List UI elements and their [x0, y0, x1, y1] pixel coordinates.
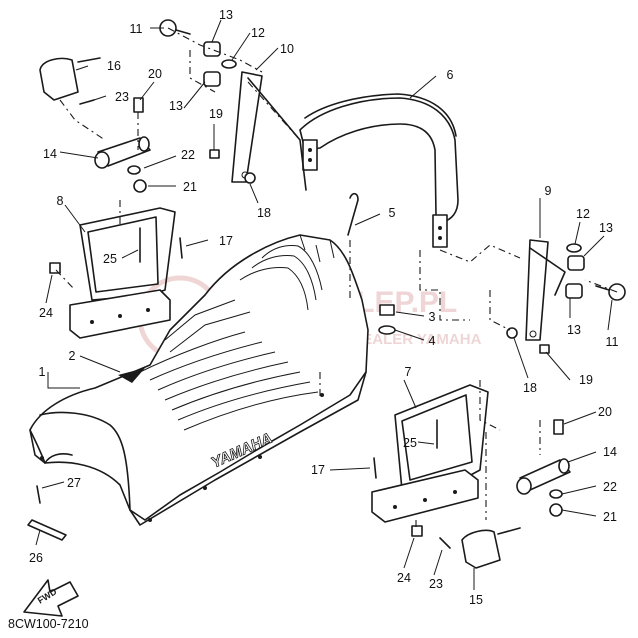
- callout-26: 26: [29, 551, 43, 565]
- screw-part-23-b: [439, 537, 451, 549]
- callout-19-right: 19: [579, 373, 593, 387]
- callout-13-right-lower: 13: [567, 323, 581, 337]
- bolt-part-20-a: [133, 97, 144, 113]
- callout-21-right: 21: [603, 510, 617, 524]
- rivet-part-17-a: [179, 237, 183, 259]
- callout-17-left: 17: [219, 234, 233, 248]
- stay-part-9: [525, 239, 566, 341]
- latch-part-14-right: [516, 458, 571, 495]
- callout-labels: 1 2 4 5 6 7 8 9 10 11 11 12 12 13 13 13 …: [29, 8, 618, 607]
- bolt-part-19-b: [539, 344, 550, 354]
- bolt-part-24-b: [411, 525, 423, 537]
- callout-12-right: 12: [576, 207, 590, 221]
- cover-part-15: [461, 527, 521, 569]
- washer-part-22-b: [549, 489, 563, 499]
- stay-part-10: [231, 71, 307, 191]
- leader-lines: [35, 19, 613, 590]
- callout-1: 1: [39, 365, 46, 379]
- callout-9: 9: [545, 184, 552, 198]
- grommet-part-3: [379, 304, 395, 316]
- callout-22-right: 22: [603, 480, 617, 494]
- callout-2: 2: [69, 349, 76, 363]
- washer-part-22-a: [127, 165, 141, 175]
- collar-part-13-a: [203, 41, 221, 57]
- knob-part-11-top: [159, 19, 191, 37]
- callout-5: 5: [389, 206, 396, 220]
- collar-part-13-c: [567, 255, 585, 271]
- rivet-part-17-b: [373, 457, 377, 479]
- callout-19-top: 19: [209, 107, 223, 121]
- nut-part-21-a: [133, 179, 147, 193]
- grab-bar-part: [299, 93, 459, 248]
- bolt-part-24-a: [49, 262, 61, 274]
- callout-13-mid: 13: [169, 99, 183, 113]
- forward-arrow-icon: FWD: [23, 579, 79, 617]
- nut-part-18-b: [506, 327, 518, 339]
- callout-10: 10: [280, 42, 294, 56]
- callout-27: 27: [67, 476, 81, 490]
- collar-part-13-d: [565, 283, 583, 299]
- callout-20-top: 20: [148, 67, 162, 81]
- callout-12-top: 12: [251, 26, 265, 40]
- callout-20-right: 20: [598, 405, 612, 419]
- callout-6: 6: [447, 68, 454, 82]
- callout-15: 15: [469, 593, 483, 607]
- latch-part-14-left: [94, 136, 151, 169]
- callout-24-left: 24: [39, 306, 53, 320]
- callout-18-right: 18: [523, 381, 537, 395]
- bracket-part-7: [371, 384, 489, 523]
- bolt-part-19-a: [209, 149, 220, 159]
- bracket-part-8: [69, 207, 176, 339]
- callout-16: 16: [107, 59, 121, 73]
- washer-part-12-b: [566, 243, 582, 253]
- bolt-part-20-b: [553, 419, 564, 435]
- washer-part-12-a: [221, 59, 237, 69]
- callout-14-left: 14: [43, 147, 57, 161]
- screw-part-27: [36, 485, 41, 504]
- nut-part-18-a: [244, 172, 256, 184]
- callout-13-right: 13: [599, 221, 613, 235]
- callout-22-left: 22: [181, 148, 195, 162]
- pin-part-5: [347, 192, 359, 236]
- washer-part-4: [378, 325, 396, 335]
- callout-11-top: 11: [130, 22, 143, 36]
- assembly-lines: [55, 27, 618, 530]
- collar-part-13-b: [203, 71, 221, 87]
- nut-part-21-b: [549, 503, 563, 517]
- callout-4: 4: [429, 334, 436, 348]
- cover-part-16: [39, 57, 101, 101]
- callout-18-top: 18: [257, 206, 271, 220]
- callout-23-top: 23: [115, 90, 129, 104]
- callout-3: 3: [429, 310, 436, 324]
- callout-13-top: 13: [219, 8, 233, 22]
- callout-21-left: 21: [183, 180, 197, 194]
- callout-23-bottom: 23: [429, 577, 443, 591]
- callout-8: 8: [57, 194, 64, 208]
- callout-7: 7: [405, 365, 412, 379]
- callout-25-left: 25: [103, 252, 117, 266]
- callout-17-lower: 17: [311, 463, 325, 477]
- callout-25-right: 25: [403, 436, 417, 450]
- catalog-code: 8CW100-7210: [8, 617, 89, 631]
- callout-14-right: 14: [603, 445, 617, 459]
- knob-part-11-right: [595, 283, 626, 301]
- strap-part-26: [27, 519, 67, 541]
- callout-11-right: 11: [606, 335, 619, 349]
- callout-24-bottom: 24: [397, 571, 411, 585]
